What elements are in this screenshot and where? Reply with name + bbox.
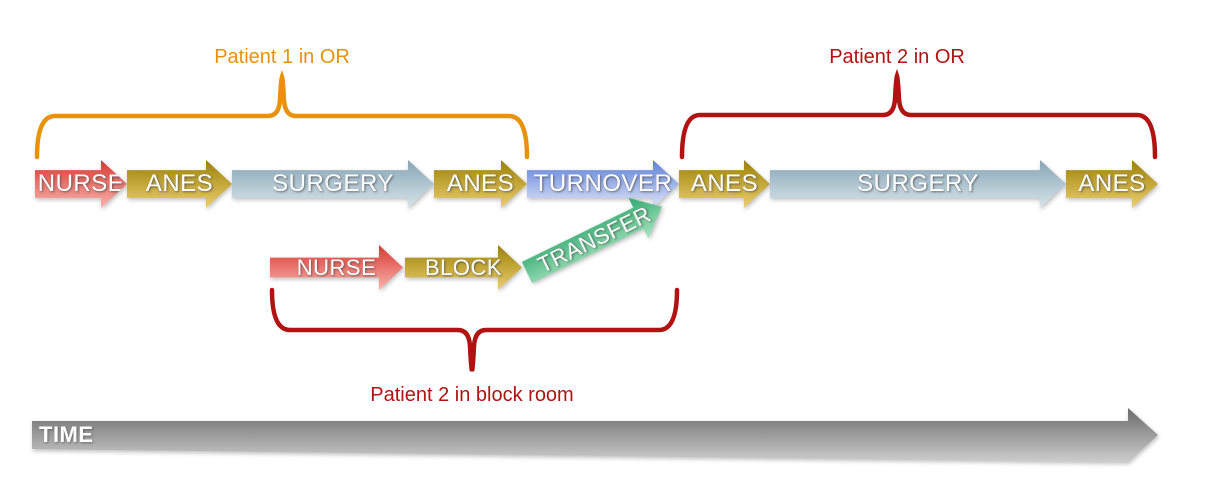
arrow-label: ANES xyxy=(690,170,759,197)
arrow-label: BLOCK xyxy=(424,254,503,280)
arrow-label: TRANSFER xyxy=(533,201,655,278)
patient2-block-brace xyxy=(269,287,680,372)
time-axis-shape: TIME xyxy=(32,408,1158,462)
arrow-surgery: SURGERY xyxy=(770,160,1066,208)
arrow-label: ANES xyxy=(446,170,515,197)
arrow-shape: NURSE xyxy=(35,160,127,208)
arrow-shape: ANES xyxy=(434,160,527,208)
arrow-nurse: NURSE xyxy=(270,245,403,290)
arrow-anes: ANES xyxy=(1066,160,1158,208)
arrow-shape: ANES xyxy=(679,160,770,208)
arrow-turnover: TURNOVER xyxy=(527,160,679,208)
arrow-anes: ANES xyxy=(127,160,232,208)
patient1-brace xyxy=(34,69,530,160)
patient1-or-label: Patient 1 in OR xyxy=(214,46,350,68)
arrow-anes: ANES xyxy=(679,160,770,208)
arrow-shape: SURGERY xyxy=(232,160,434,208)
arrow-label: ANES xyxy=(145,170,214,197)
time-axis-label: TIME xyxy=(39,422,94,447)
arrow-label: NURSE xyxy=(296,254,377,280)
time-axis-arrow: TIME xyxy=(32,408,1158,462)
arrow-shape: SURGERY xyxy=(770,160,1066,208)
arrow-block: BLOCK xyxy=(405,245,522,290)
arrow-label: SURGERY xyxy=(857,170,979,197)
patient2-or-label: Patient 2 in OR xyxy=(829,46,965,68)
arrow-shape: BLOCK xyxy=(405,245,522,290)
arrow-shape: NURSE xyxy=(270,245,403,290)
arrow-shape: ANES xyxy=(1066,160,1158,208)
patient2-block-room-label: Patient 2 in block room xyxy=(370,384,574,406)
arrow-label: TURNOVER xyxy=(533,170,673,197)
arrow-shape: ANES xyxy=(127,160,232,208)
arrow-label: NURSE xyxy=(37,170,125,197)
arrow-anes: ANES xyxy=(434,160,527,208)
arrow-label: SURGERY xyxy=(272,170,394,197)
patient2-or-brace xyxy=(679,68,1158,160)
arrow-surgery: SURGERY xyxy=(232,160,434,208)
arrow-label: ANES xyxy=(1078,170,1146,197)
arrow-nurse: NURSE xyxy=(35,160,127,208)
